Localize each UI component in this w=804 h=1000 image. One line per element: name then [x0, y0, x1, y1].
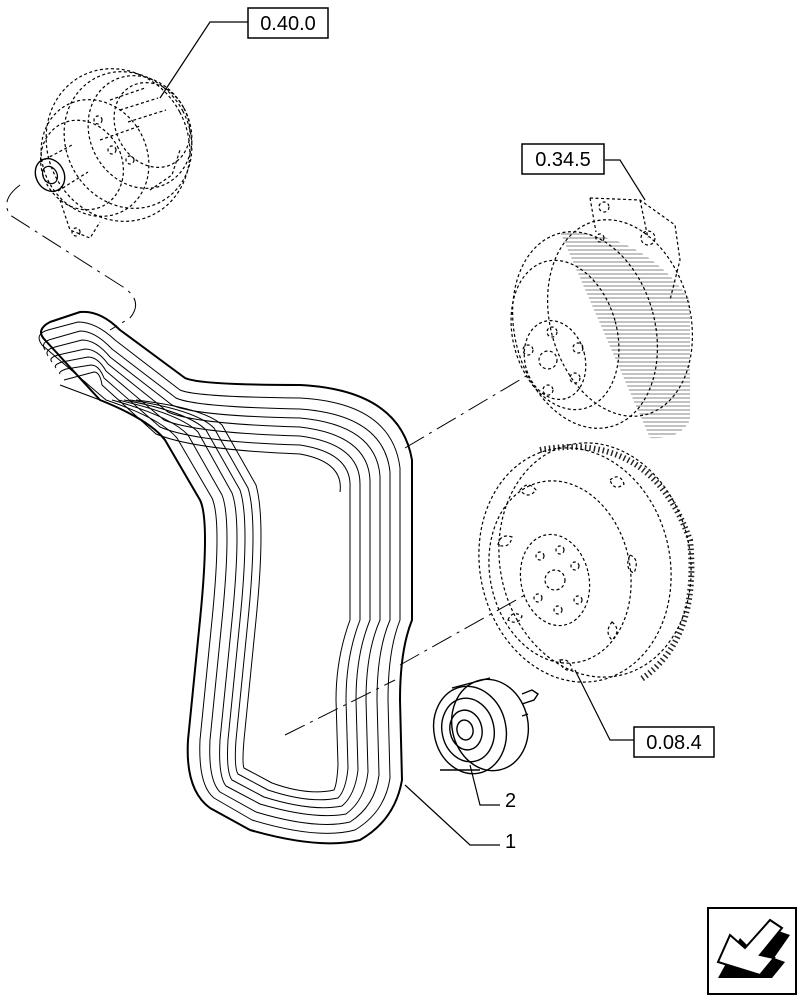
idler-pulley — [432, 677, 539, 775]
ref-label-water-pump: 0.34.5 — [535, 149, 591, 171]
ref-box-crankshaft-pulley[interactable]: 0.08.4 — [633, 726, 715, 758]
arrow-down-left-icon — [716, 918, 790, 978]
ref-box-alternator[interactable]: 0.40.0 — [247, 7, 329, 39]
poly-v-belt — [38, 310, 413, 845]
ref-box-water-pump[interactable]: 0.34.5 — [521, 143, 605, 175]
water-pump — [510, 197, 693, 439]
item-number-idler: 2 — [505, 790, 516, 812]
centerlines — [6, 184, 529, 736]
nav-arrow-button[interactable] — [707, 907, 797, 995]
leader-lines — [159, 21, 646, 846]
ref-label-crankshaft-pulley: 0.08.4 — [646, 732, 702, 754]
alternator — [34, 68, 193, 239]
item-number-belt: 1 — [505, 831, 516, 853]
crankshaft-pulley — [478, 442, 695, 683]
ref-label-alternator: 0.40.0 — [260, 13, 316, 35]
